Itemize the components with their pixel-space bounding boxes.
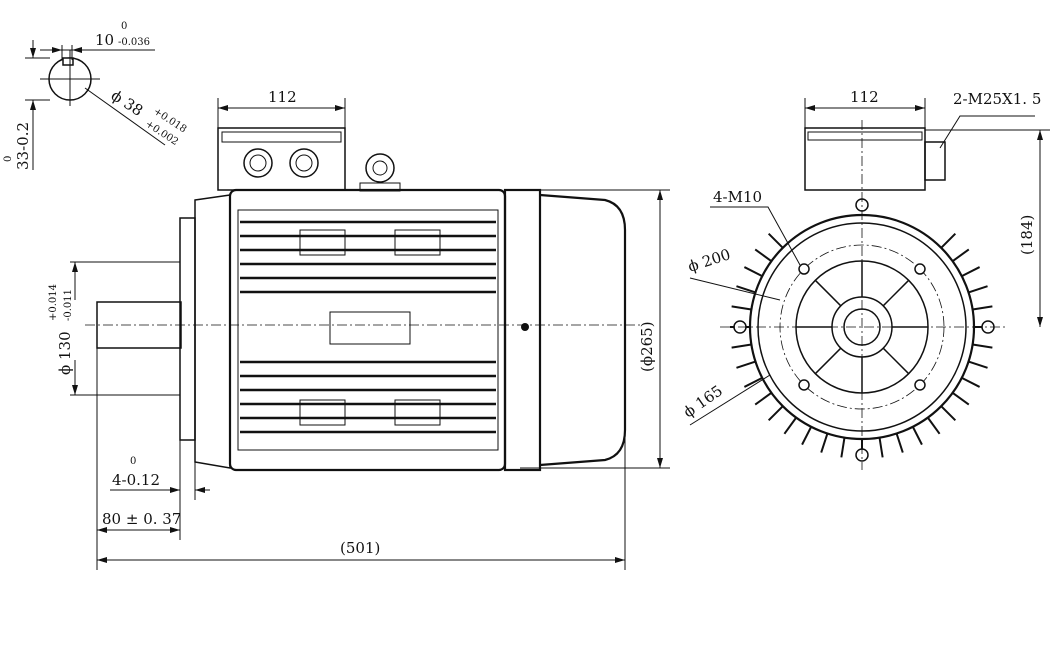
spoke <box>882 279 910 307</box>
radial-fin <box>972 343 993 349</box>
radial-fin <box>961 376 981 388</box>
radial-fin <box>952 392 970 406</box>
shaft-dia-label: ϕ 38 <box>108 86 146 120</box>
mounting-hole <box>914 379 926 391</box>
spigot-tol-upper: +0.014 <box>48 284 59 321</box>
side-box-width-label: 112 <box>268 88 297 106</box>
key-slot <box>62 57 74 66</box>
flange-plate <box>179 217 196 441</box>
radial-fin <box>940 232 957 249</box>
keyway-tol-upper: 0 <box>121 21 127 32</box>
radial-fin <box>731 305 752 311</box>
cooling-fins <box>240 220 496 434</box>
radial-fin <box>736 285 756 294</box>
radial-fin <box>968 285 988 294</box>
key-height-label: 33-0.2 <box>14 122 32 170</box>
spoke <box>814 347 842 375</box>
radial-fin <box>878 437 884 458</box>
radial-fin <box>736 360 756 369</box>
mounting-hole <box>798 379 810 391</box>
radial-fin <box>820 433 829 453</box>
cable-gland-label: 2-M25X1. 5 <box>953 90 1041 108</box>
flange-thickness-label: 4-0.12 <box>112 471 160 489</box>
overall-length-label: (501) <box>340 539 380 557</box>
radial-fin <box>840 437 846 458</box>
radial-fin <box>754 392 772 406</box>
shaft-dia-leader <box>84 87 166 146</box>
keyway-width-label: 10 <box>95 31 114 49</box>
motor-body <box>228 188 507 472</box>
spigot-label: ϕ 165 <box>680 382 726 422</box>
spigot-tol-lower: -0.011 <box>63 289 74 321</box>
radial-fin <box>895 433 904 453</box>
radial-fin <box>968 360 988 369</box>
pcd-label: ϕ 200 <box>686 245 733 276</box>
cable-gland-leader <box>939 115 1035 149</box>
end-shield <box>194 194 231 469</box>
fan-cover <box>539 193 627 467</box>
mounting-hole <box>914 263 926 275</box>
lifting-eye <box>365 153 395 183</box>
radial-fin <box>743 266 763 278</box>
spoke <box>882 347 910 375</box>
radial-fin <box>927 417 941 435</box>
motor-front-view: 112 2-M25X1. 5 (184) 4-M10 ϕ 200 ϕ 165 <box>680 88 1050 470</box>
flange-thickness-tol-upper: 0 <box>130 456 136 467</box>
mounting-hole <box>798 263 810 275</box>
motor-side-view: 112 (ϕ265) ϕ 130 +0.014 -0.011 4-0.12 0 … <box>48 88 670 570</box>
radial-fin <box>731 343 752 349</box>
radial-fin <box>767 232 784 249</box>
terminal-box <box>217 127 346 191</box>
shaft-length-label: 80 ± 0. 37 <box>102 510 181 528</box>
nameplate <box>329 311 411 345</box>
radial-fin <box>961 266 981 278</box>
radial-fin <box>952 248 970 262</box>
cable-entry-1 <box>243 148 273 178</box>
radial-fin <box>801 426 813 446</box>
radial-fin <box>972 305 993 311</box>
key-height-tol-upper: 0 <box>3 156 14 162</box>
overall-dia-label: (ϕ265) <box>638 321 656 372</box>
spigot-dia-label: ϕ 130 <box>56 331 74 375</box>
cable-entry-2 <box>289 148 319 178</box>
radial-fin <box>911 426 923 446</box>
keyway-tol-lower: -0.036 <box>118 37 150 48</box>
front-box-width-label: 112 <box>850 88 879 106</box>
radial-fin <box>940 405 957 422</box>
radial-fin <box>754 248 772 262</box>
shaft-key-section: 10 0 -0.036 ϕ 38 +0.018 +0.002 33-0.2 0 <box>3 21 188 170</box>
cable-gland <box>924 141 946 181</box>
spoke <box>814 279 842 307</box>
radial-fin <box>767 405 784 422</box>
mounting-holes-label: 4-M10 <box>713 188 762 206</box>
radial-fin <box>743 376 763 388</box>
height-label: (184) <box>1018 215 1036 255</box>
radial-fin <box>783 417 797 435</box>
front-terminal-box <box>804 127 926 191</box>
